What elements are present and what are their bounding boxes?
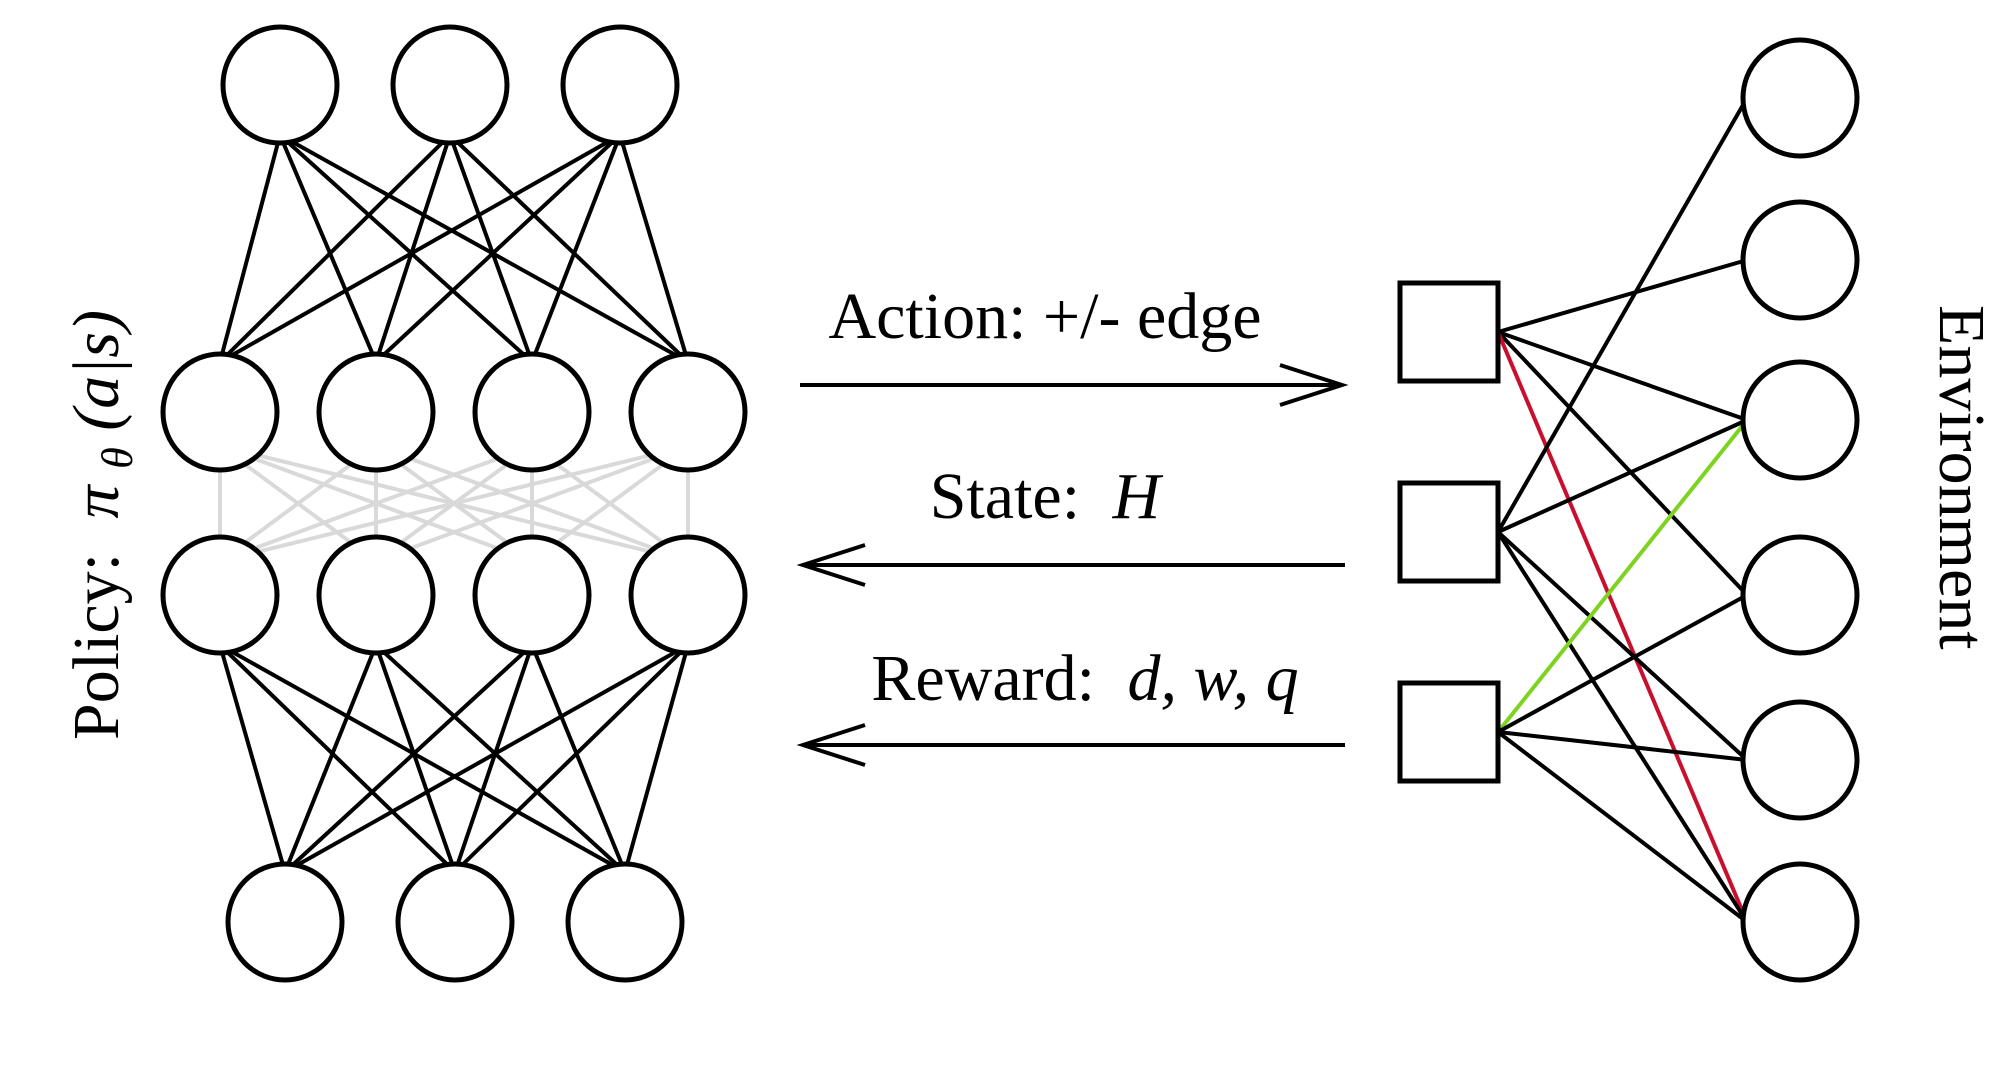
variable-node-5 bbox=[1740, 861, 1860, 983]
nn-node-l2-n3 bbox=[628, 534, 748, 656]
nn-edge bbox=[219, 643, 626, 874]
reward-label-prefix: Reward: bbox=[871, 642, 1095, 715]
policy-label-subscript: θ bbox=[93, 447, 142, 469]
reward-label-vars: d, w, q bbox=[1127, 642, 1298, 715]
nn-edge bbox=[374, 644, 457, 873]
nn-edge bbox=[218, 133, 452, 364]
factor-node-1 bbox=[1397, 480, 1501, 584]
nn-edge-faded bbox=[219, 444, 689, 563]
nn-node-l2-n1 bbox=[316, 534, 436, 656]
nn-node-l2-n0 bbox=[160, 534, 280, 656]
nn-edge bbox=[218, 643, 457, 874]
variable-node-1 bbox=[1740, 199, 1860, 321]
variable-node-3 bbox=[1740, 534, 1860, 656]
nn-node-l2-n2 bbox=[472, 534, 592, 656]
state-label-var: H bbox=[1112, 460, 1164, 533]
nn-edge bbox=[283, 643, 534, 874]
action-arrow bbox=[800, 363, 1349, 407]
policy-label-word: Policy: bbox=[60, 553, 133, 740]
nn-edge bbox=[218, 644, 287, 873]
env-edge bbox=[1496, 330, 1749, 597]
policy-network bbox=[160, 24, 748, 983]
policy-label-symbol: π bbox=[60, 483, 133, 518]
action-label: Action: +/- edge bbox=[828, 280, 1261, 353]
env-edge bbox=[1496, 97, 1749, 533]
nn-edge bbox=[448, 134, 534, 363]
variable-node-4 bbox=[1740, 699, 1860, 821]
variable-node-0 bbox=[1740, 37, 1860, 159]
nn-node-l3-n1 bbox=[395, 861, 515, 983]
env-edge bbox=[1497, 330, 1748, 422]
env-edge bbox=[1497, 258, 1748, 334]
removed-edge bbox=[1496, 331, 1749, 923]
nn-edge bbox=[279, 133, 689, 364]
factor-node-0 bbox=[1397, 280, 1501, 384]
env-edge bbox=[1497, 730, 1748, 762]
reward-arrow bbox=[796, 723, 1345, 767]
nn-edge bbox=[530, 644, 627, 873]
env-edge bbox=[1497, 593, 1748, 734]
factor-node-2 bbox=[1397, 680, 1501, 784]
nn-edge bbox=[453, 643, 690, 874]
nn-node-l3-n0 bbox=[225, 861, 345, 983]
policy-label: Policy: π θ (a|s) bbox=[60, 310, 147, 740]
nn-edge bbox=[374, 134, 452, 363]
environment-graph bbox=[1397, 37, 1860, 983]
nn-node-l3-n2 bbox=[565, 861, 685, 983]
nn-edge bbox=[374, 643, 627, 874]
nn-edge bbox=[218, 134, 282, 363]
reward-label: Reward: d, w, q bbox=[871, 642, 1298, 715]
nn-edge-faded bbox=[219, 444, 533, 563]
env-edge bbox=[1497, 418, 1748, 534]
nn-edge bbox=[283, 644, 378, 873]
nn-node-l0-n2 bbox=[560, 24, 680, 146]
variable-node-2 bbox=[1740, 359, 1860, 481]
nn-edge bbox=[278, 134, 378, 363]
nn-node-l1-n3 bbox=[628, 351, 748, 473]
environment-label: Environment bbox=[1925, 305, 1998, 650]
nn-edge bbox=[530, 134, 622, 363]
nn-node-l1-n2 bbox=[472, 351, 592, 473]
added-edge bbox=[1496, 418, 1749, 734]
nn-node-l0-n1 bbox=[390, 24, 510, 146]
env-edge bbox=[1496, 730, 1749, 924]
nn-edge bbox=[448, 133, 690, 364]
nn-node-l1-n0 bbox=[160, 351, 280, 473]
env-edge bbox=[1496, 530, 1749, 924]
state-arrow bbox=[796, 543, 1345, 587]
policy-label-args: (a|s) bbox=[60, 310, 133, 431]
env-edge bbox=[1496, 530, 1749, 762]
nn-edge bbox=[618, 134, 690, 363]
nn-edge bbox=[623, 644, 690, 873]
nn-node-l1-n1 bbox=[316, 351, 436, 473]
nn-edge bbox=[219, 133, 621, 364]
nn-node-l0-n0 bbox=[220, 24, 340, 146]
state-label-prefix: State: bbox=[930, 460, 1080, 533]
state-label: State: H bbox=[930, 460, 1164, 533]
nn-edge bbox=[374, 133, 622, 364]
nn-edge-faded bbox=[375, 444, 689, 563]
nn-edge bbox=[284, 643, 689, 874]
nn-edge bbox=[453, 644, 534, 873]
nn-edge bbox=[278, 133, 534, 364]
